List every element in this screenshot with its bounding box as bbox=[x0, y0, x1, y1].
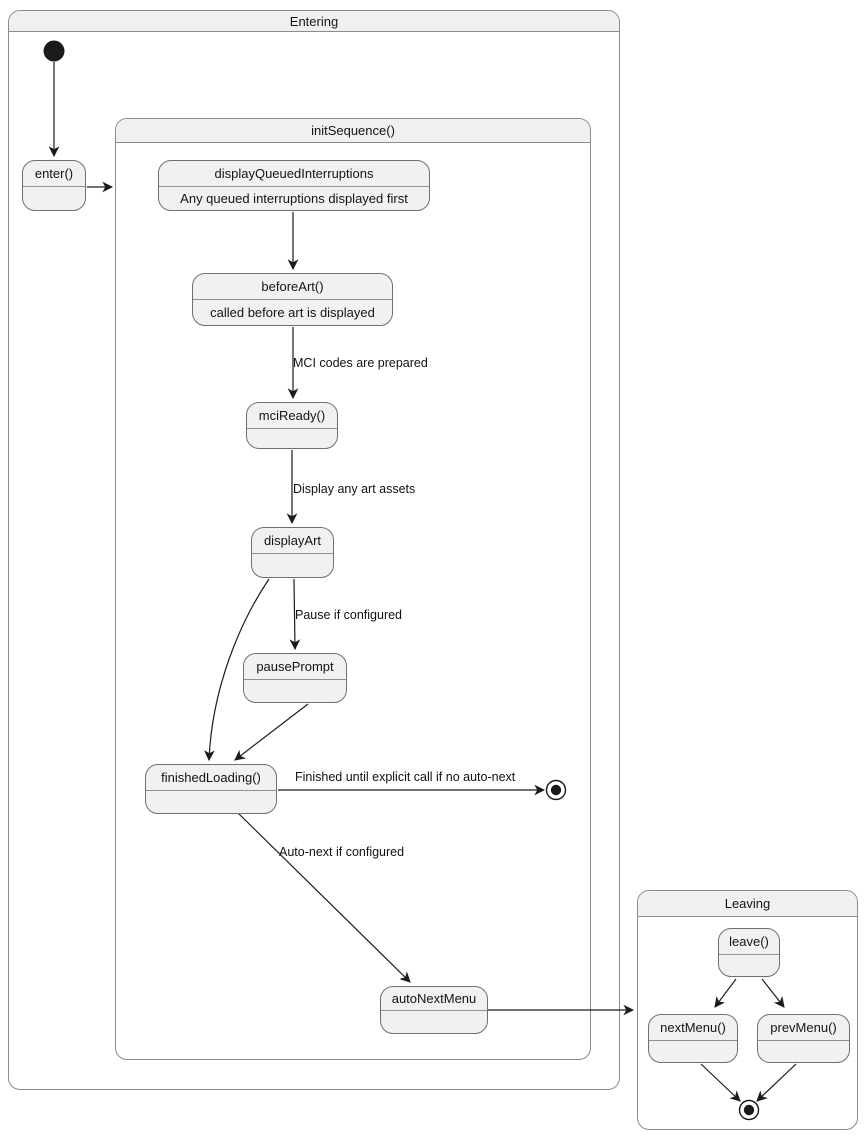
state-mci-ready-body bbox=[247, 429, 337, 448]
edge-pausePrompt-to-finishedLoading bbox=[234, 703, 309, 761]
state-display-queued-interruptions: displayQueuedInterruptions Any queued in… bbox=[158, 160, 430, 211]
state-pause-prompt: pausePrompt bbox=[243, 653, 347, 703]
state-prev-menu: prevMenu() bbox=[757, 1014, 850, 1063]
container-entering-title: Entering bbox=[9, 11, 619, 32]
state-leave-label: leave() bbox=[719, 929, 779, 955]
edge-label-display-any-art-assets: Display any art assets bbox=[293, 482, 416, 496]
container-leaving: Leaving bbox=[637, 890, 858, 1130]
state-before-art: beforeArt() called before art is display… bbox=[192, 273, 393, 326]
state-before-art-label: beforeArt() bbox=[193, 274, 392, 300]
state-pause-prompt-label: pausePrompt bbox=[244, 654, 346, 680]
container-entering: Entering bbox=[8, 10, 620, 1090]
state-auto-next-menu: autoNextMenu bbox=[380, 986, 488, 1034]
state-mci-ready: mciReady() bbox=[246, 402, 338, 449]
state-display-queued-interruptions-label: displayQueuedInterruptions bbox=[159, 161, 429, 187]
state-display-queued-interruptions-description: Any queued interruptions displayed first bbox=[180, 191, 408, 206]
edge-displayArt-to-pausePrompt bbox=[289, 578, 301, 651]
edge-displayArt-to-finishedLoading bbox=[204, 578, 270, 762]
edge-label-auto-next-if-configured: Auto-next if configured bbox=[279, 845, 405, 859]
edge-nextMenu-to-final bbox=[700, 1063, 741, 1102]
state-pause-prompt-body bbox=[244, 680, 346, 702]
state-prev-menu-label: prevMenu() bbox=[758, 1015, 849, 1041]
edge-leave-to-nextMenu bbox=[714, 978, 737, 1008]
state-leave-body bbox=[719, 955, 779, 976]
state-finished-loading-label: finishedLoading() bbox=[146, 765, 276, 791]
edge-label-pause-if-configured: Pause if configured bbox=[295, 608, 403, 622]
final-state-node-leaving bbox=[738, 1099, 760, 1121]
container-init-sequence: initSequence() bbox=[115, 118, 591, 1060]
state-auto-next-menu-body bbox=[381, 1011, 487, 1033]
state-finished-loading: finishedLoading() bbox=[145, 764, 277, 814]
state-display-art-body bbox=[252, 554, 333, 577]
state-mci-ready-label: mciReady() bbox=[247, 403, 337, 429]
state-next-menu: nextMenu() bbox=[648, 1014, 738, 1063]
initial-state-node bbox=[43, 40, 65, 62]
edge-prevMenu-to-final bbox=[756, 1063, 797, 1102]
state-before-art-description: called before art is displayed bbox=[210, 305, 375, 320]
final-state-node-entering bbox=[545, 779, 567, 801]
state-finished-loading-body bbox=[146, 791, 276, 813]
edge-label-finished-until-explicit-call: Finished until explicit call if no auto-… bbox=[295, 770, 516, 784]
state-auto-next-menu-label: autoNextMenu bbox=[381, 987, 487, 1011]
edge-leave-to-prevMenu bbox=[761, 978, 785, 1008]
state-prev-menu-body bbox=[758, 1041, 849, 1062]
state-leave: leave() bbox=[718, 928, 780, 977]
state-enter-body bbox=[23, 187, 85, 210]
state-next-menu-body bbox=[649, 1041, 737, 1062]
edge-label-mci-codes-are-prepared: MCI codes are prepared bbox=[293, 356, 428, 370]
state-enter: enter() bbox=[22, 160, 86, 211]
state-enter-label: enter() bbox=[23, 161, 85, 187]
edge-finishedLoading-to-autoNextMenu bbox=[237, 812, 411, 983]
container-init-sequence-title: initSequence() bbox=[116, 119, 590, 143]
container-leaving-title: Leaving bbox=[638, 891, 857, 917]
state-display-art: displayArt bbox=[251, 527, 334, 578]
state-next-menu-label: nextMenu() bbox=[649, 1015, 737, 1041]
state-display-art-label: displayArt bbox=[252, 528, 333, 554]
